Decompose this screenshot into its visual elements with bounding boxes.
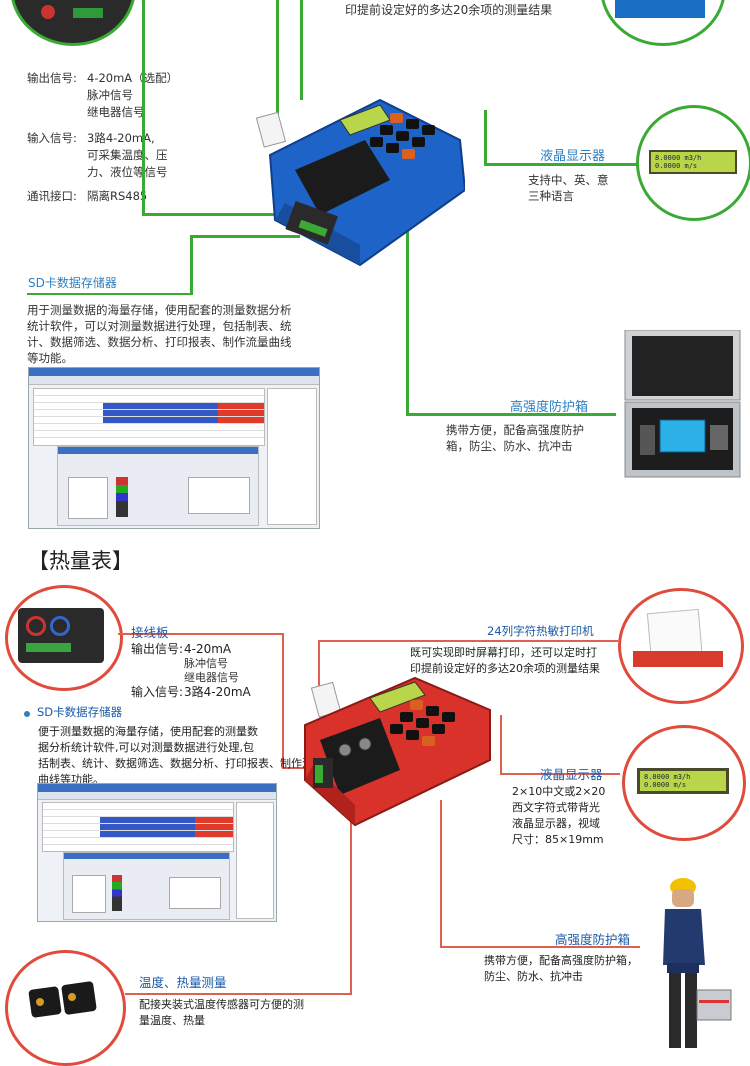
keypad-key xyxy=(442,712,455,722)
connector-line xyxy=(282,767,322,769)
temp-desc: 配接夹装式温度传感器可方便的测 量温度、热量 xyxy=(139,998,304,1027)
heat-meter-device-red xyxy=(295,670,495,830)
lcd-desc: 2×10中文或2×20 西文字符式带背光 液晶显示器，视域 尺寸：85×19mm xyxy=(512,785,606,846)
keypad-key xyxy=(406,730,419,740)
comm-value: 隔离RS485 xyxy=(87,189,148,203)
connector-line xyxy=(190,235,300,238)
carrying-case-image-top xyxy=(620,329,745,480)
case-title: 高强度防护箱 xyxy=(555,932,631,947)
connector-line xyxy=(190,235,193,295)
sd-desc: 便于测量数据的海量存储，使用配套的测量数 据分析统计软件,可以对测量数据进行处理… xyxy=(38,725,324,786)
wiring-title: 接线板 xyxy=(131,625,169,640)
keypad-key xyxy=(410,700,423,710)
printer-desc-fragment: 印提前设定好的多达20余项的测量结果 xyxy=(345,3,553,17)
keypad-key xyxy=(426,706,439,716)
input-label: 输入信号: xyxy=(131,685,184,699)
connector-line xyxy=(484,163,639,166)
input-value: 3路4-20mA xyxy=(184,685,251,699)
keypad-key xyxy=(412,137,425,147)
keypad-key xyxy=(400,712,413,722)
keypad-key xyxy=(402,149,415,159)
lcd-title: 液晶显示器 xyxy=(540,767,603,782)
output-label: 输出信号: xyxy=(131,642,184,656)
output-line-1: 4-20mA xyxy=(184,642,232,656)
connector-line xyxy=(440,946,640,948)
flowmeter-device-blue xyxy=(250,95,467,270)
bullet-dot xyxy=(24,711,30,717)
connector-line xyxy=(350,820,352,995)
lcd-desc-top: 支持中、英、意 三种语言 xyxy=(528,173,609,203)
printer-title: 24列字符热敏打印机 xyxy=(487,624,594,638)
section-heading: 【热量表】 xyxy=(28,549,133,573)
connector-line xyxy=(440,800,442,948)
keypad-key xyxy=(422,125,435,135)
case-title-top: 高强度防护箱 xyxy=(510,400,589,415)
connector-line xyxy=(406,413,616,416)
keypad-key xyxy=(422,736,435,746)
keypad-key xyxy=(390,724,403,734)
connector-line xyxy=(125,993,352,995)
sd-title-top: SD卡数据存储器 xyxy=(28,276,117,290)
keypad-key xyxy=(396,131,409,141)
connector-line xyxy=(484,110,487,165)
input-signal-line-2: 可采集温度、压 xyxy=(87,148,168,162)
output-signal-line-3: 继电器信号 xyxy=(87,105,145,119)
keypad-key xyxy=(432,724,445,734)
connector-line xyxy=(318,640,618,642)
input-signal-line-3: 力、液位等信号 xyxy=(87,165,168,179)
output-signal-line-1: 4-20mA（选配） xyxy=(87,71,179,85)
worker-with-case-image xyxy=(655,875,735,1055)
wiring-board-image-top xyxy=(10,0,136,46)
case-desc: 携带方便，配备高强度防护箱， 防尘、防水、抗冲击 xyxy=(484,954,638,983)
input-signal-label: 输入信号: xyxy=(27,131,77,145)
keypad-key xyxy=(386,143,399,153)
connector-line xyxy=(500,773,620,775)
input-signal-line-1: 3路4-20mA, xyxy=(87,131,155,145)
wiring-board-image xyxy=(5,585,123,691)
output-signal-label: 输出信号: xyxy=(27,71,77,85)
connector-line xyxy=(282,633,284,768)
connector-line xyxy=(27,293,192,295)
connector-line xyxy=(276,0,279,120)
connector-line xyxy=(118,633,283,635)
output-line-3: 继电器信号 xyxy=(184,671,239,684)
printer-desc: 既可实现即时屏幕打印，还可以定时打 印提前设定好的多达20余项的测量结果 xyxy=(410,646,600,675)
output-signal-line-2: 脉冲信号 xyxy=(87,88,133,102)
temperature-sensors-image xyxy=(5,950,126,1066)
lcd-title-top: 液晶显示器 xyxy=(540,149,606,164)
printer-image-top xyxy=(600,0,726,46)
keypad-key xyxy=(406,119,419,129)
printer-image xyxy=(618,588,744,704)
keypad-key xyxy=(416,718,429,728)
connector-line xyxy=(142,0,145,215)
connector-line xyxy=(142,213,297,216)
keypad-key xyxy=(380,125,393,135)
connector-line xyxy=(318,640,320,700)
connector-line xyxy=(406,225,409,415)
sd-desc-top: 用于测量数据的海量存储，使用配套的测量数据分析 统计软件，可以对测量数据进行处理… xyxy=(27,303,292,365)
case-desc-top: 携带方便，配备高强度防护 箱，防尘、防水、抗冲击 xyxy=(446,423,584,453)
sd-title: SD卡数据存储器 xyxy=(37,705,123,719)
keypad-key xyxy=(370,137,383,147)
temp-title: 温度、热量测量 xyxy=(139,975,227,990)
connector-line xyxy=(500,715,502,775)
output-line-2: 脉冲信号 xyxy=(184,657,228,670)
software-screenshot xyxy=(37,783,277,922)
comm-label: 通讯接口: xyxy=(27,189,77,203)
connector-line xyxy=(300,0,303,100)
software-screenshot-top xyxy=(28,367,320,529)
keypad-key xyxy=(390,113,403,123)
